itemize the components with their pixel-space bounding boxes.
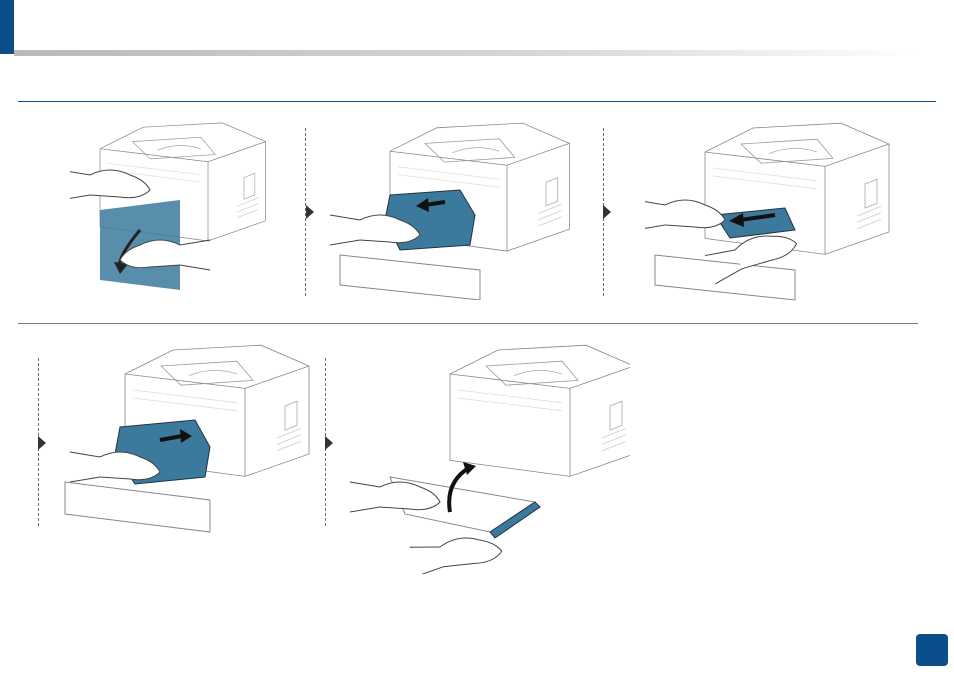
section-divider-middle: [18, 323, 918, 324]
header-accent-tab: [0, 0, 14, 54]
step-arrow-3: [38, 436, 46, 450]
step-5-illustration: [340, 342, 630, 574]
step-1-illustration: [70, 120, 280, 300]
header-rule: [14, 50, 919, 56]
step-arrow-1: [306, 205, 314, 219]
step-arrow-4: [325, 436, 333, 450]
step-2-illustration: [330, 120, 580, 300]
step-4-illustration: [60, 342, 310, 552]
page-number-badge: [916, 634, 948, 666]
section-divider-top: [18, 101, 936, 102]
step-3-illustration: [645, 120, 895, 305]
step-arrow-2: [603, 205, 611, 219]
